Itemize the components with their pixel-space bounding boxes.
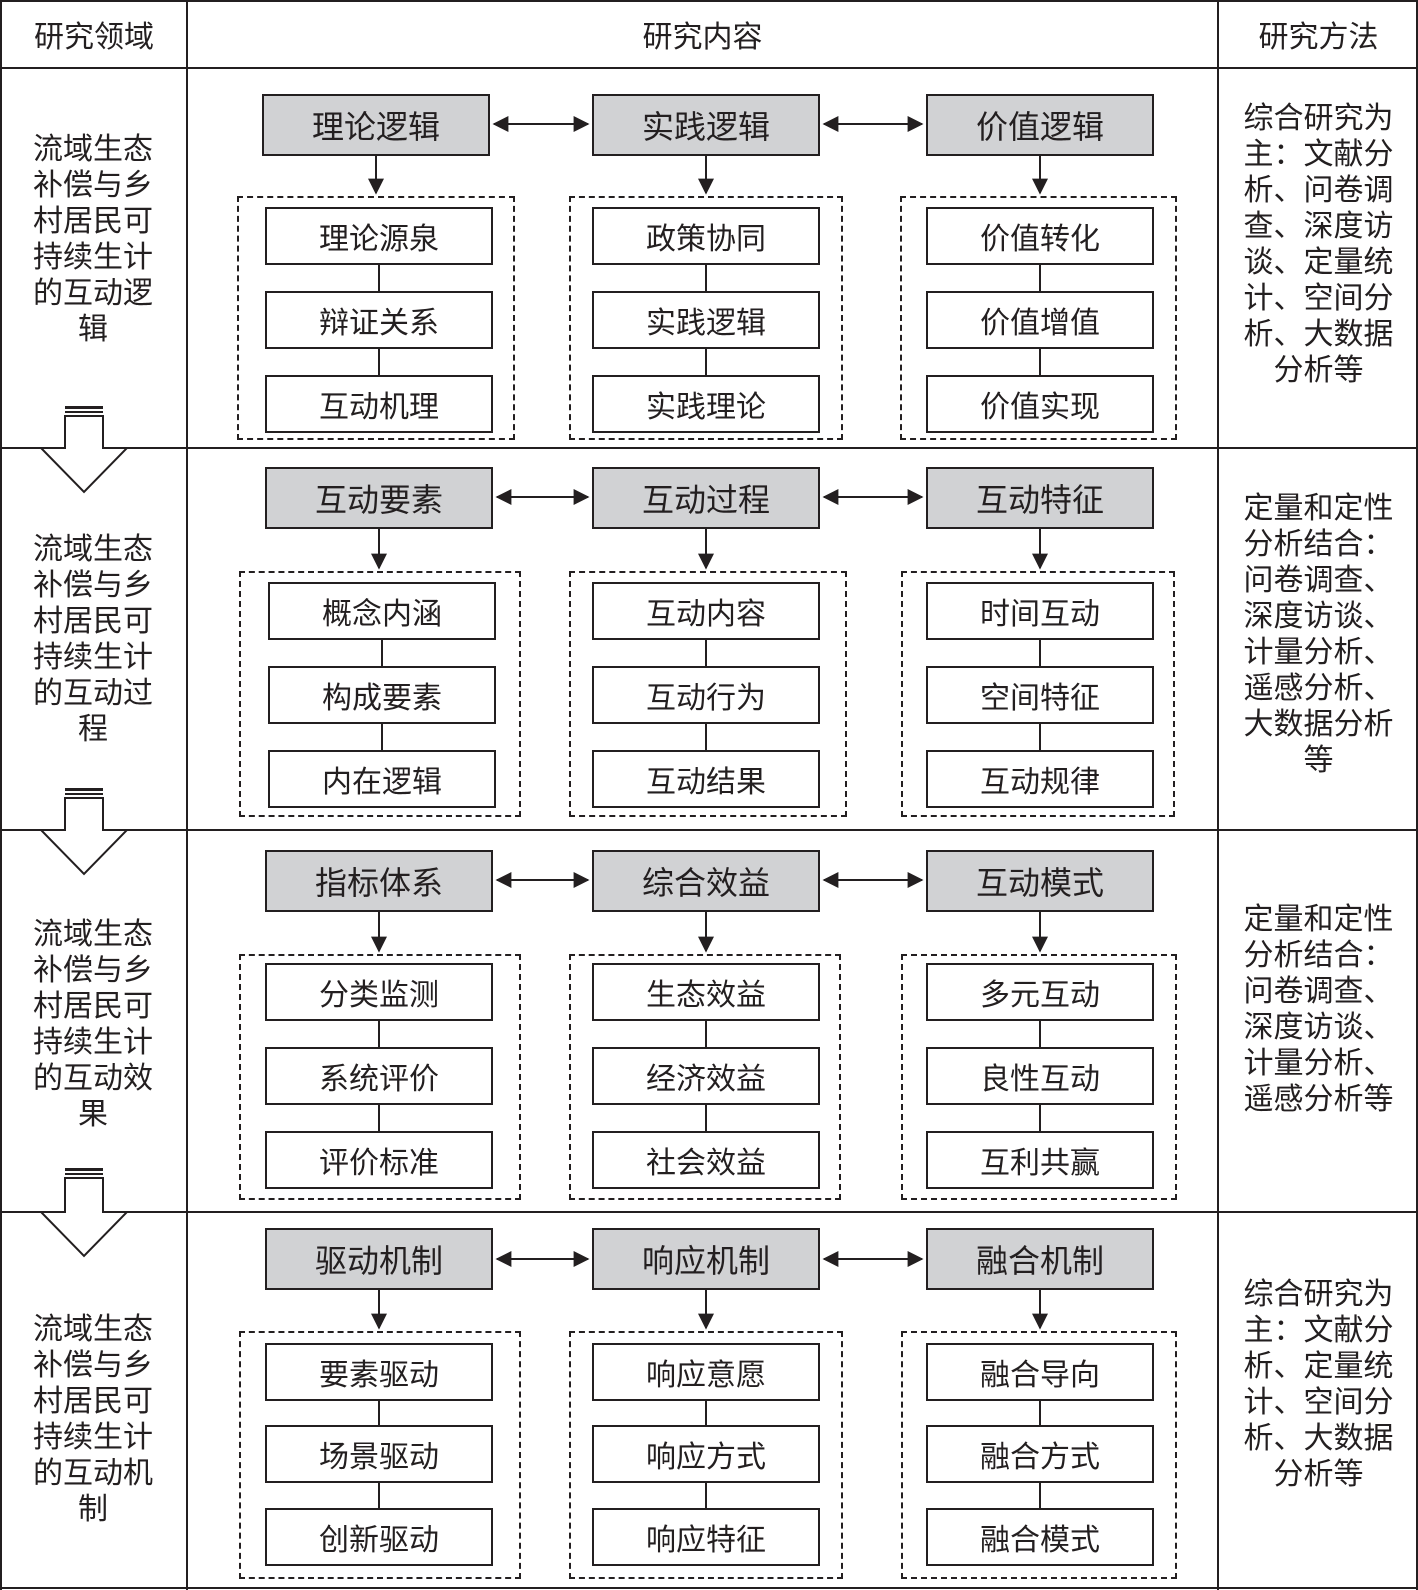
group-frame: [239, 1331, 521, 1579]
header-divider: [0, 67, 1418, 69]
header-method: 研究方法: [1258, 20, 1379, 55]
column-divider-1: [186, 0, 188, 1590]
group-frame: [901, 571, 1175, 817]
item-box: 良性互动: [926, 1047, 1154, 1105]
row-divider-3: [0, 1211, 1418, 1213]
item-box: 生态效益: [592, 963, 820, 1021]
row-domain: 流域生态补偿与乡村居民可持续生计的互动效果: [33, 917, 153, 1132]
item-box: 融合模式: [926, 1508, 1154, 1566]
item-box: 互动规律: [926, 750, 1154, 808]
item-box: 融合方式: [926, 1425, 1154, 1483]
item-box: 互动内容: [592, 582, 820, 640]
table-border-bottom: [0, 1587, 1418, 1589]
item-box: 内在逻辑: [268, 750, 496, 808]
group-frame: [569, 571, 847, 817]
row-domain: 流域生态补偿与乡村居民可持续生计的互动机制: [33, 1312, 153, 1527]
group-frame: [239, 571, 521, 817]
group-frame: [239, 954, 521, 1200]
group-frame: [901, 954, 1177, 1200]
header-domain: 研究领域: [34, 20, 154, 55]
head-box: 互动要素: [265, 467, 493, 529]
group-frame: [569, 954, 841, 1200]
column-divider-2: [1217, 0, 1219, 1590]
head-box: 互动特征: [926, 467, 1154, 529]
item-box: 多元互动: [926, 963, 1154, 1021]
item-box: 经济效益: [592, 1047, 820, 1105]
row-divider-1: [0, 447, 1418, 449]
item-box: 评价标准: [265, 1131, 493, 1189]
row-method: 综合研究为主：文献分析、问卷调查、深度访谈、定量统计、空间分析、大数据分析等: [1243, 101, 1394, 388]
head-box: 价值逻辑: [926, 94, 1154, 156]
item-box: 互动行为: [592, 666, 820, 724]
item-box: 互动结果: [592, 750, 820, 808]
table-border-right: [1416, 0, 1418, 1590]
item-box: 概念内涵: [268, 582, 496, 640]
row-method: 定量和定性分析结合：问卷调查、深度访谈、计量分析、遥感分析等: [1243, 902, 1394, 1117]
item-box: 实践逻辑: [592, 291, 820, 349]
item-box: 辩证关系: [265, 291, 493, 349]
item-box: 价值转化: [926, 207, 1154, 265]
item-box: 价值实现: [926, 375, 1154, 433]
head-box: 实践逻辑: [592, 94, 820, 156]
table-border-left: [0, 0, 2, 1590]
item-box: 理论源泉: [265, 207, 493, 265]
header-content: 研究内容: [642, 20, 763, 55]
item-box: 互利共赢: [926, 1131, 1154, 1189]
item-box: 融合导向: [926, 1343, 1154, 1401]
item-box: 构成要素: [268, 666, 496, 724]
head-box: 理论逻辑: [262, 94, 490, 156]
head-box: 互动模式: [926, 850, 1154, 912]
item-box: 要素驱动: [265, 1343, 493, 1401]
row-method: 综合研究为主：文献分析、定量统计、空间分析、大数据分析等: [1243, 1277, 1394, 1492]
item-box: 实践理论: [592, 375, 820, 433]
item-box: 政策协同: [592, 207, 820, 265]
item-box: 社会效益: [592, 1131, 820, 1189]
table-border-top: [0, 0, 1418, 2]
item-box: 响应意愿: [592, 1343, 820, 1401]
head-box: 融合机制: [926, 1228, 1154, 1290]
group-frame: [569, 196, 843, 440]
item-box: 场景驱动: [265, 1425, 493, 1483]
head-box: 互动过程: [592, 467, 820, 529]
item-box: 时间互动: [926, 582, 1154, 640]
item-box: 系统评价: [265, 1047, 493, 1105]
item-box: 创新驱动: [265, 1508, 493, 1566]
head-box: 响应机制: [592, 1228, 820, 1290]
row-domain: 流域生态补偿与乡村居民可持续生计的互动逻辑: [33, 132, 153, 347]
row-domain: 流域生态补偿与乡村居民可持续生计的互动过程: [33, 532, 153, 747]
group-frame: [237, 196, 515, 440]
group-frame: [901, 1331, 1177, 1579]
item-box: 响应特征: [592, 1508, 820, 1566]
group-frame: [569, 1331, 843, 1579]
head-box: 驱动机制: [265, 1228, 493, 1290]
flow-down-arrow: [38, 788, 130, 876]
item-box: 价值增值: [926, 291, 1154, 349]
item-box: 空间特征: [926, 666, 1154, 724]
row-method: 定量和定性分析结合：问卷调查、深度访谈、计量分析、遥感分析、大数据分析等: [1243, 491, 1394, 778]
row-divider-2: [0, 829, 1418, 831]
head-box: 指标体系: [265, 850, 493, 912]
item-box: 响应方式: [592, 1425, 820, 1483]
group-frame: [900, 196, 1177, 440]
item-box: 互动机理: [265, 375, 493, 433]
item-box: 分类监测: [265, 963, 493, 1021]
flow-down-arrow: [38, 406, 130, 494]
head-box: 综合效益: [592, 850, 820, 912]
